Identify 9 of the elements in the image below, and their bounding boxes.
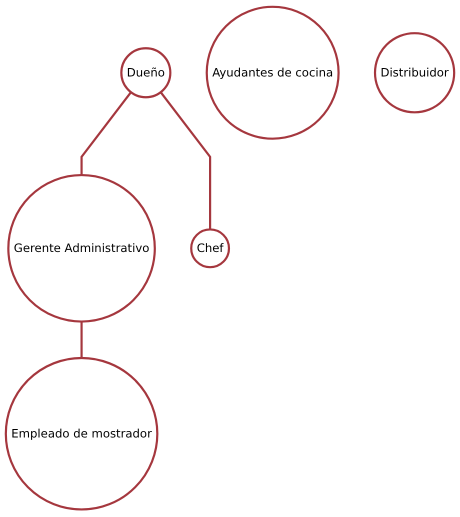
node-circle: Ayudantes de cocina <box>206 6 340 140</box>
node-circle: Empleado de mostrador <box>4 357 158 511</box>
connector <box>80 92 132 176</box>
connector <box>80 322 83 358</box>
node-circle: Distribuidor <box>374 32 456 114</box>
connector <box>160 92 212 230</box>
node-circle: Chef <box>190 228 230 269</box>
node-circle: Gerente Administrativo <box>7 174 156 323</box>
node-circle: Dueño <box>120 48 172 99</box>
